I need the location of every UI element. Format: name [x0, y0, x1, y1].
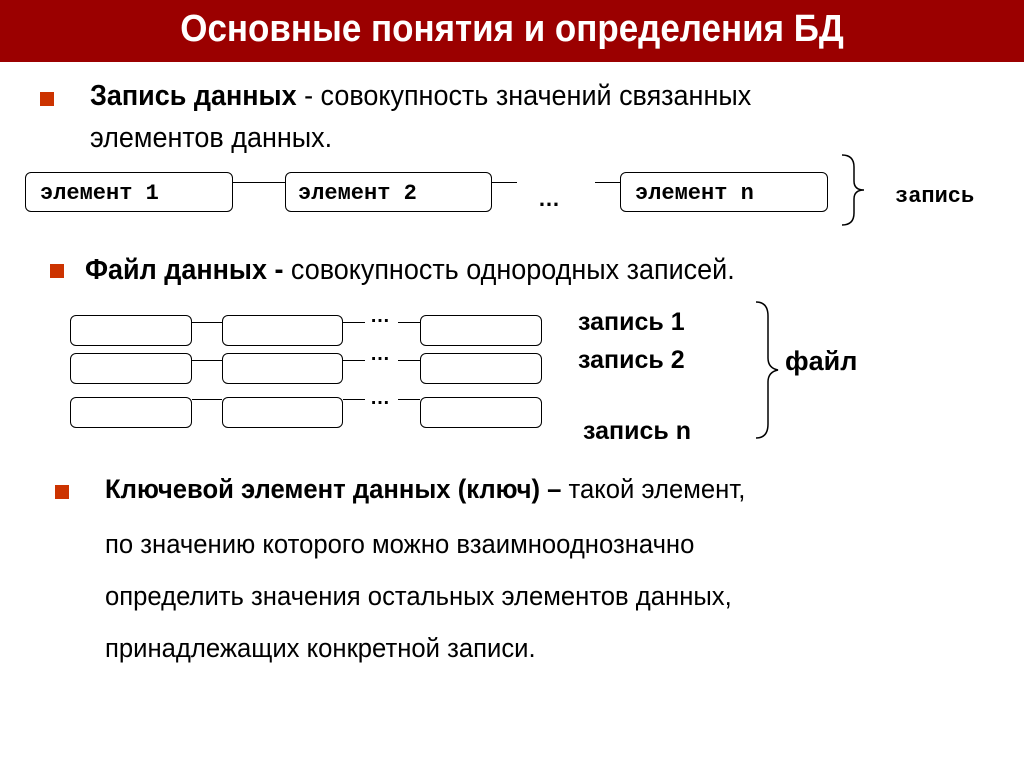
ellipsis: … — [370, 343, 390, 365]
field-box — [420, 397, 542, 428]
element-box-1: элемент 1 — [25, 172, 233, 212]
definition-line: по значению которого можно взаимнооднозн… — [105, 529, 695, 559]
curly-brace-icon — [755, 301, 779, 439]
connector-line — [492, 182, 517, 183]
bullet-record-definition: Запись данных - совокупность значений св… — [90, 80, 751, 113]
term-record: Запись данных — [90, 80, 297, 112]
slide-title: Основные понятия и определения БД — [180, 8, 844, 50]
definition-text-line2: элементов данных. — [90, 122, 333, 154]
record-label: запись — [895, 184, 975, 209]
definition-line: принадлежащих конкретной записи. — [105, 633, 536, 663]
connector-line — [343, 399, 365, 400]
connector-line — [192, 322, 222, 323]
field-box — [70, 397, 192, 428]
dash: - — [296, 80, 321, 112]
connector-line — [398, 322, 420, 323]
connector-line — [192, 399, 222, 400]
ellipsis: … — [370, 387, 390, 409]
definition-text: такой элемент, — [561, 474, 746, 504]
bullet-icon — [40, 92, 54, 106]
element-box-2: элемент 2 — [285, 172, 492, 212]
connector-line — [343, 360, 365, 361]
connector-line — [343, 322, 365, 323]
ellipsis: … — [370, 305, 390, 327]
connector-line — [192, 360, 222, 361]
record-label-1: запись 1 — [578, 308, 685, 336]
term-key: Ключевой элемент данных (ключ) – — [105, 474, 562, 504]
ellipsis: … — [538, 186, 560, 211]
field-box — [70, 315, 192, 346]
field-box — [420, 353, 542, 384]
definition-text: совокупность значений связанных — [320, 80, 752, 112]
title-bar: Основные понятия и определения БД — [0, 0, 1024, 62]
field-box — [222, 353, 343, 384]
bullet-key-definition: Ключевой элемент данных (ключ) – такой э… — [105, 474, 745, 505]
connector-line — [233, 182, 285, 183]
connector-line — [398, 360, 420, 361]
bullet-icon — [55, 485, 69, 499]
field-box — [222, 315, 343, 346]
file-label: файл — [785, 346, 858, 376]
bullet-icon — [50, 264, 64, 278]
definition-text: совокупность однородных записей. — [283, 254, 735, 286]
definition-line: определить значения остальных элементов … — [105, 581, 732, 611]
curly-brace-icon — [841, 154, 865, 226]
connector-line — [398, 399, 420, 400]
bullet-file-definition: Файл данных - совокупность однородных за… — [85, 254, 735, 287]
record-label-n: запись n — [583, 417, 691, 445]
connector-line — [595, 182, 620, 183]
field-box — [70, 353, 192, 384]
field-box — [222, 397, 343, 428]
element-box-n: элемент n — [620, 172, 828, 212]
term-file: Файл данных - — [85, 254, 284, 286]
record-label-2: запись 2 — [578, 346, 685, 374]
field-box — [420, 315, 542, 346]
